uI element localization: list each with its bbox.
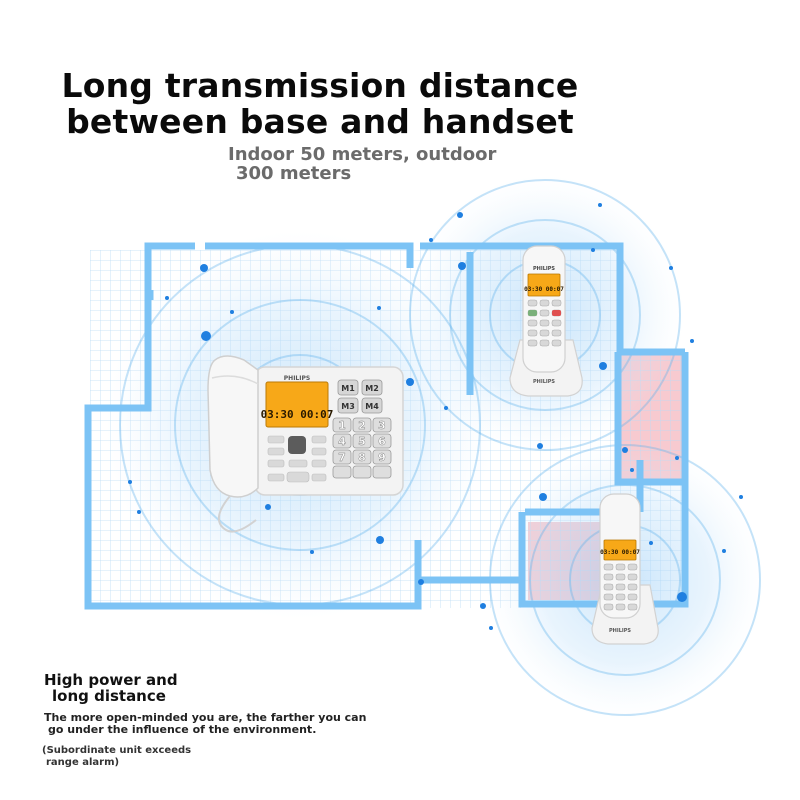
- feature-title-line-1: High power and: [44, 671, 178, 689]
- key-5: 5: [358, 435, 366, 448]
- base-brand: PHILIPS: [284, 375, 310, 382]
- signal-coverage: [105, 175, 765, 720]
- handset-upper-lcd: 03:30 00:07: [524, 286, 564, 293]
- key-7: 7: [338, 451, 346, 464]
- feature-description-line-2: go under the influence of the environmen…: [48, 723, 317, 736]
- keypad: [332, 417, 392, 479]
- subheadline-line-2: 300 meters: [236, 163, 352, 184]
- key-8: 8: [358, 451, 366, 464]
- handset-upper-cradle-brand: PHILIPS: [533, 379, 555, 385]
- handset-lower-cradle-brand: PHILIPS: [609, 628, 631, 634]
- feature-title: High power and long distance: [44, 672, 178, 704]
- memory-key-m1: M1: [341, 384, 355, 393]
- feature-title-line-2: long distance: [52, 687, 166, 705]
- base-lcd-readout: 03:30 00:07: [261, 408, 334, 421]
- key-2: 2: [358, 419, 366, 432]
- base-phone: PHILIPS 03:30 00:07 M1 M2 M3 M4: [207, 355, 404, 533]
- key-6: 6: [378, 435, 386, 448]
- memory-key-m3: M3: [341, 402, 355, 411]
- headline-line-1: Long transmission distance: [61, 66, 579, 105]
- memory-keys: M1 M2 M3 M4: [337, 379, 383, 414]
- handset-lower: 03:30 00:07 PHILIPS: [591, 493, 659, 645]
- feature-note: (Subordinate unit exceeds range alarm): [42, 745, 191, 769]
- key-9: 9: [378, 451, 386, 464]
- headline: Long transmission distance between base …: [40, 68, 600, 140]
- key-4: 4: [338, 435, 346, 448]
- subheadline-line-1: Indoor 50 meters, outdoor: [228, 144, 497, 165]
- subheadline: Indoor 50 meters, outdoor 300 meters: [228, 145, 496, 183]
- memory-key-m4: M4: [365, 402, 379, 411]
- handset-lower-lcd: 03:30 00:07: [600, 549, 640, 556]
- key-1: 1: [338, 419, 346, 432]
- memory-key-m2: M2: [365, 384, 379, 393]
- feature-note-line-1: (Subordinate unit exceeds: [42, 745, 192, 756]
- handset-upper-brand: PHILIPS: [533, 266, 555, 272]
- feature-note-line-2: range alarm): [46, 757, 120, 768]
- signal-dots: [128, 203, 743, 630]
- key-3: 3: [378, 419, 386, 432]
- handset-upper: PHILIPS 03:30 00:07 PHILIPS: [509, 245, 583, 397]
- feature-description-line-1: The more open-minded you are, the farthe…: [44, 711, 367, 724]
- headline-line-2: between base and handset: [66, 102, 574, 141]
- feature-description: The more open-minded you are, the farthe…: [44, 712, 366, 736]
- floorplan-walls: [84, 242, 689, 610]
